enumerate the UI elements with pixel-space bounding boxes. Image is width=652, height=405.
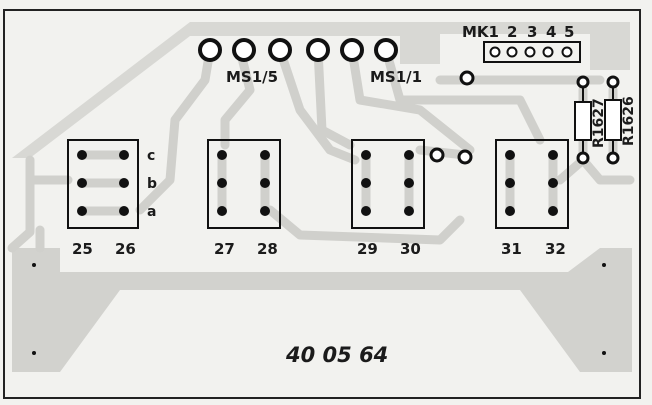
mk1-label: MK1 bbox=[462, 23, 499, 41]
pad bbox=[198, 38, 222, 62]
pad bbox=[374, 38, 398, 62]
switch-number-25: 25 bbox=[72, 240, 93, 258]
mounting-hole bbox=[602, 263, 606, 267]
switch-number-27: 27 bbox=[214, 240, 235, 258]
pad bbox=[459, 70, 475, 86]
switch-number-26: 26 bbox=[115, 240, 136, 258]
mk1-pin-5: 5 bbox=[564, 23, 574, 41]
pad bbox=[268, 38, 292, 62]
switch-number-32: 32 bbox=[545, 240, 566, 258]
mk1-pin-4: 4 bbox=[546, 23, 556, 41]
switch-number-28: 28 bbox=[257, 240, 278, 258]
mounting-hole bbox=[32, 263, 36, 267]
switch-block-27-28 bbox=[207, 139, 281, 229]
part-number: 40 05 64 bbox=[285, 343, 388, 367]
pad bbox=[429, 147, 445, 163]
switch-block-29-30 bbox=[351, 139, 425, 229]
mounting-hole bbox=[32, 351, 36, 355]
pad bbox=[232, 38, 256, 62]
connector-label-ms1-1: MS1/1 bbox=[370, 68, 422, 86]
board-outline bbox=[3, 9, 641, 399]
mk1-pin-3: 3 bbox=[527, 23, 537, 41]
pad bbox=[306, 38, 330, 62]
ms1-connector-pads bbox=[198, 38, 398, 62]
copper-traces bbox=[7, 45, 635, 253]
resistor-r1627 bbox=[574, 75, 592, 165]
row-label-c: c bbox=[147, 148, 155, 164]
switch-block-25-26 bbox=[67, 139, 139, 229]
pad bbox=[457, 149, 473, 165]
mounting-hole bbox=[602, 351, 606, 355]
switch-number-30: 30 bbox=[400, 240, 421, 258]
ground-plane bbox=[12, 248, 632, 372]
resistor-r1626 bbox=[604, 75, 622, 165]
connector-label-ms1-5: MS1/5 bbox=[226, 68, 278, 86]
switch-number-31: 31 bbox=[501, 240, 522, 258]
mk1-header bbox=[483, 41, 581, 63]
row-label-b: b bbox=[147, 176, 157, 192]
switch-number-29: 29 bbox=[357, 240, 378, 258]
pad bbox=[340, 38, 364, 62]
row-label-a: a bbox=[147, 204, 156, 220]
resistor-label-r1627: R1627 bbox=[591, 98, 607, 148]
switch-block-31-32 bbox=[495, 139, 569, 229]
mk1-pin-2: 2 bbox=[507, 23, 517, 41]
resistor-label-r1626: R1626 bbox=[621, 96, 637, 146]
